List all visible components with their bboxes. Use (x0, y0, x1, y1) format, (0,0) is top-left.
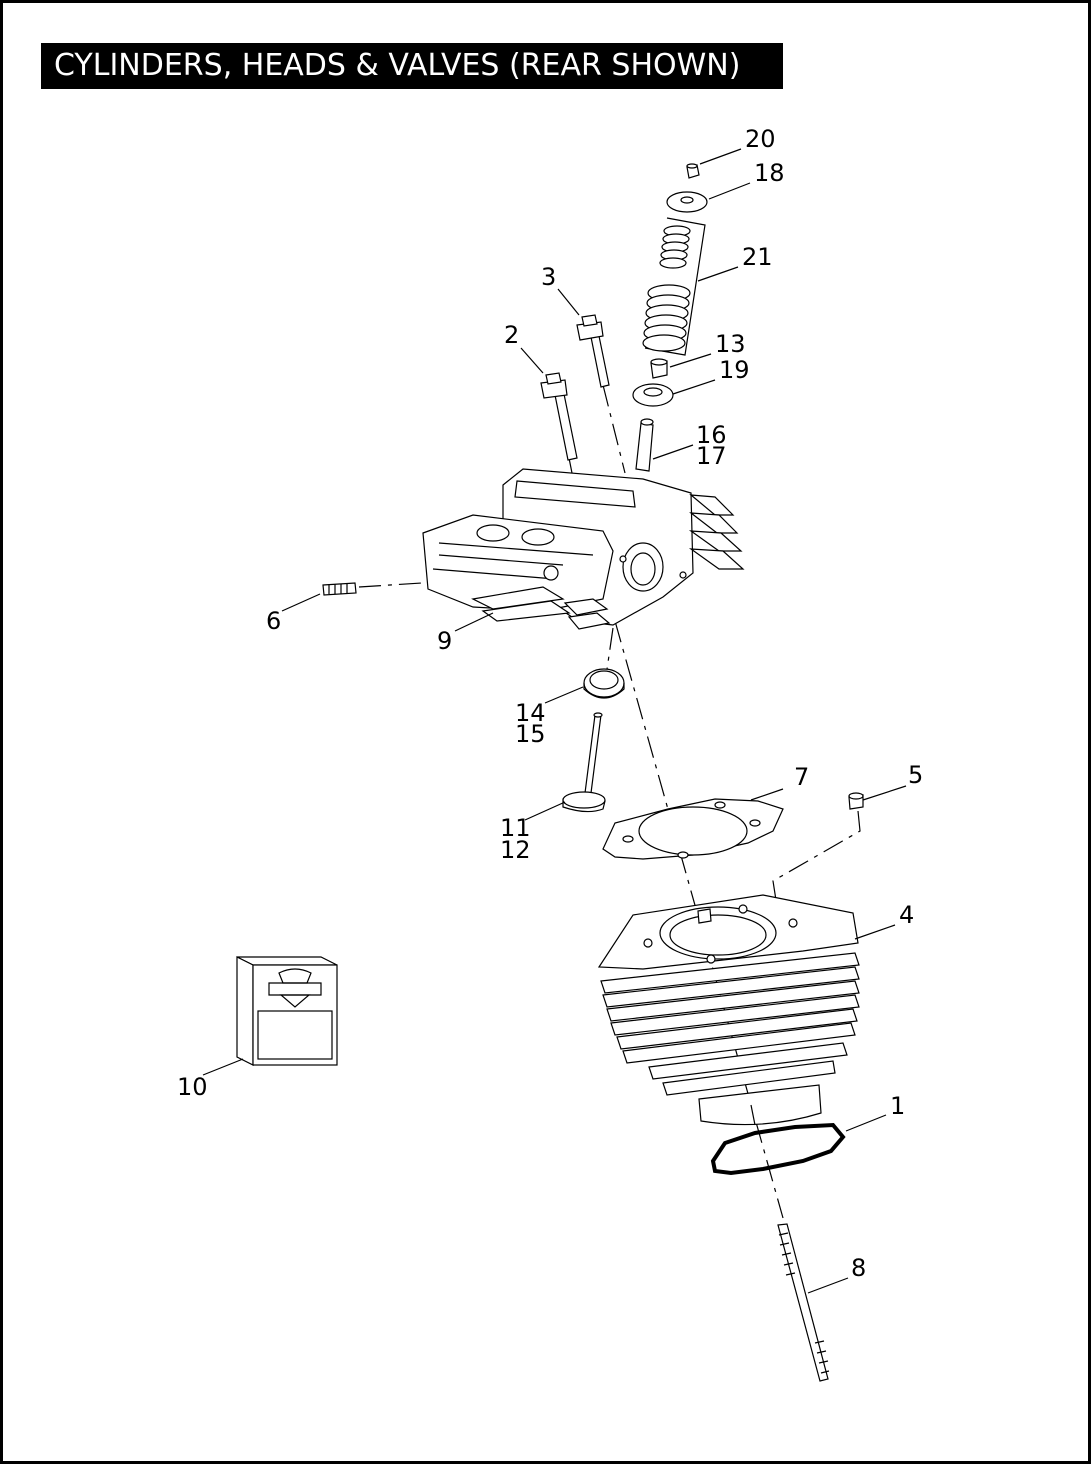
valve-seat-part (583, 668, 625, 699)
cylinder-head-part (422, 468, 745, 630)
callout-19: 19 (719, 356, 750, 384)
upper-spring-collar-part (666, 191, 708, 213)
callout-10: 10 (177, 1073, 208, 1101)
assembly-axis-plug (358, 580, 454, 588)
leader-lines (202, 148, 907, 1294)
callout-2: 2 (504, 321, 519, 349)
callout-7: 7 (794, 763, 809, 791)
cylinder-head-bolt-long-part (576, 314, 610, 388)
callout-11: 11 (500, 814, 531, 842)
exploded-view-diagram: 20 18 21 3 2 13 19 16 17 6 9 14 15 7 5 1… (177, 125, 923, 1382)
callout-14: 14 (515, 699, 546, 727)
callout-1: 1 (890, 1092, 905, 1120)
valve-stem-seal-part (650, 358, 668, 379)
callout-labels: 20 18 21 3 2 13 19 16 17 6 9 14 15 7 5 1… (177, 125, 923, 1282)
callout-12: 12 (500, 836, 531, 864)
assembly-axis-dowel (772, 810, 861, 914)
callout-20: 20 (745, 125, 776, 153)
callout-8: 8 (851, 1254, 866, 1282)
cylinder-o-ring-part (710, 1122, 846, 1176)
cylinder-head-bolt-part (540, 372, 578, 461)
callout-17: 17 (696, 442, 727, 470)
valve-spring-set-part (642, 217, 706, 356)
gasket-kit-box-part (236, 956, 338, 1066)
callout-9: 9 (437, 627, 452, 655)
cylinder-head-gasket-part (602, 798, 784, 860)
callout-16: 16 (696, 421, 727, 449)
callout-13: 13 (715, 330, 746, 358)
callout-21: 21 (742, 243, 773, 271)
callout-4: 4 (899, 901, 914, 929)
cylinder-part (597, 894, 860, 1126)
dowel-pin-part (848, 792, 864, 810)
callout-6: 6 (266, 607, 281, 635)
callout-3: 3 (541, 263, 556, 291)
callout-18: 18 (754, 159, 785, 187)
lower-spring-seat-part (632, 383, 674, 407)
valve-part (562, 712, 606, 813)
valve-keeper-part (686, 163, 700, 179)
diagram-title: CYLINDERS, HEADS & VALVES (REAR SHOWN) (41, 43, 783, 89)
callout-15: 15 (515, 720, 546, 748)
head-plug-part (322, 582, 357, 596)
cylinder-stud-part (777, 1223, 830, 1382)
callout-5: 5 (908, 761, 923, 789)
valve-guide-part (635, 418, 654, 472)
